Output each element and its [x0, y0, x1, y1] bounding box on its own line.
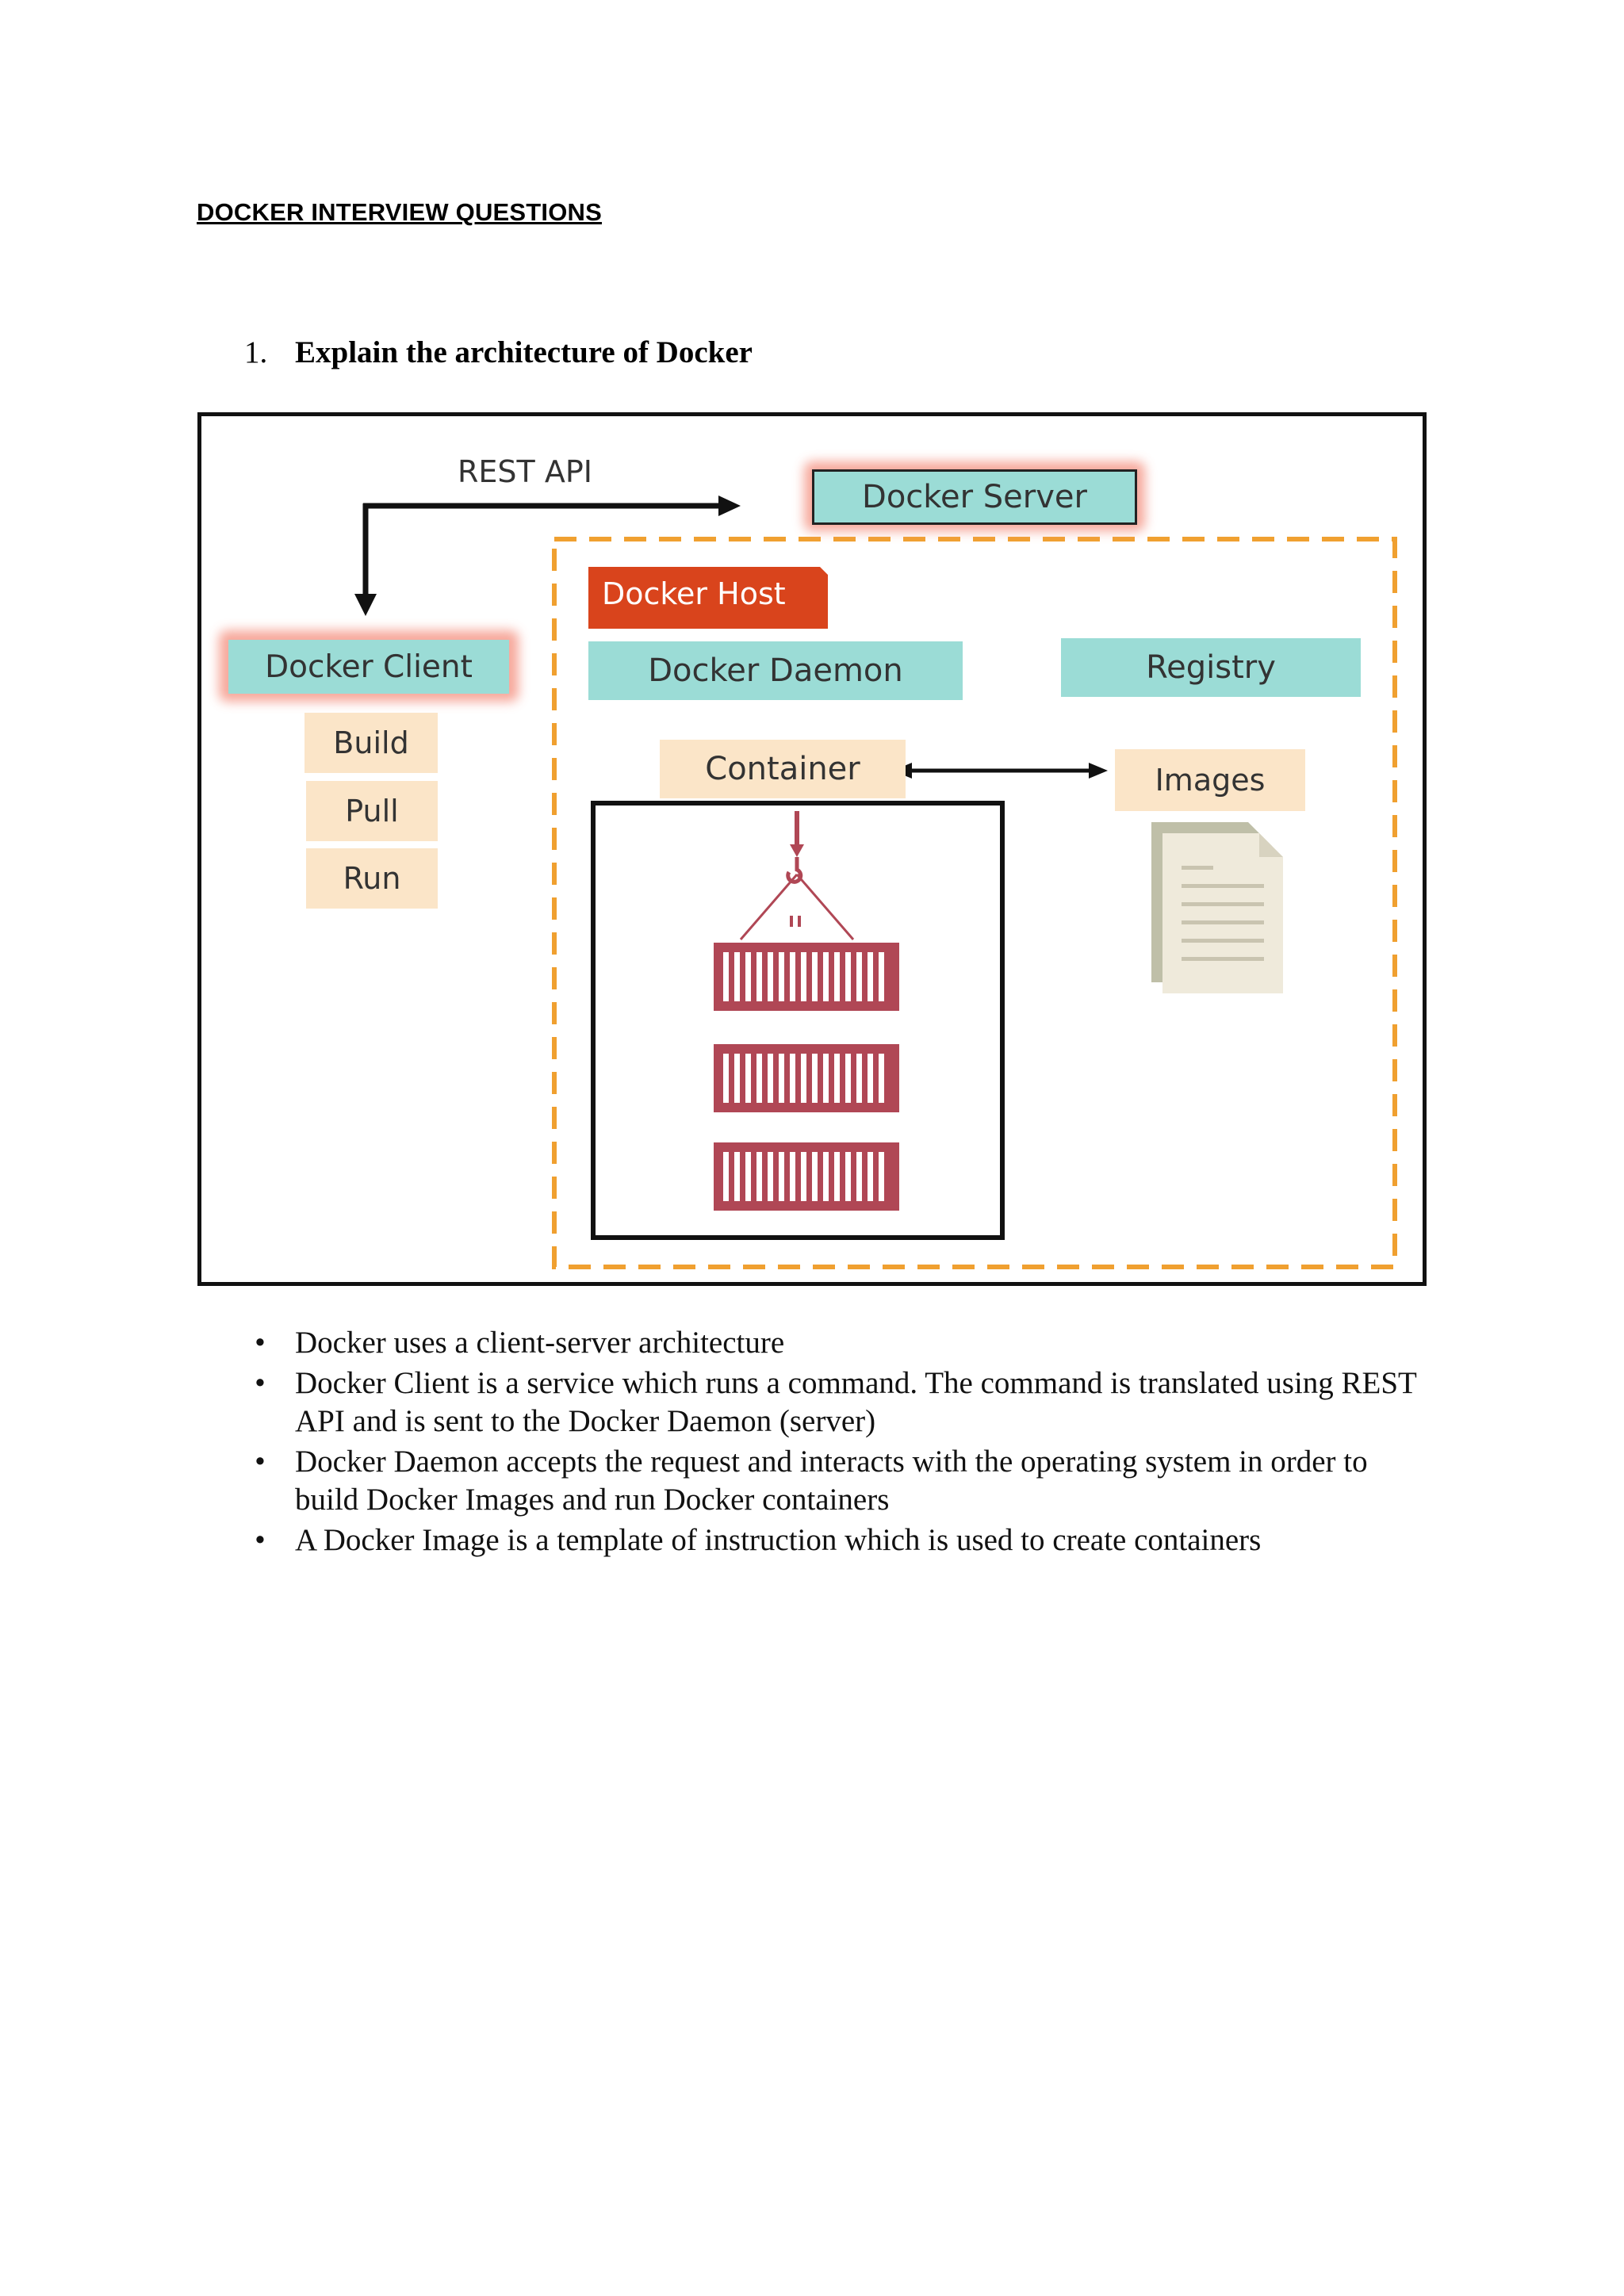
registry-box: Registry [1061, 638, 1361, 697]
bullet-text: Docker Client is a service which runs a … [295, 1366, 1417, 1438]
docker-host-label: Docker Host [602, 576, 786, 611]
rest-api-label: REST API [458, 454, 592, 489]
rest-api-arrow-head [718, 496, 741, 516]
rope-right [795, 874, 855, 940]
docker-client-box: Docker Client [228, 640, 509, 694]
bullet-glyph: • [255, 1366, 266, 1400]
bullet-glyph: • [255, 1523, 266, 1557]
explanation-bullets: • Docker uses a client-server architectur… [244, 1324, 1418, 1562]
run-command-box: Run [306, 848, 438, 909]
docker-daemon-box: Docker Daemon [588, 641, 963, 700]
build-command-label: Build [333, 725, 409, 760]
rope-left [739, 874, 799, 940]
shipping-container-3 [714, 1142, 899, 1211]
docker-host-boundary [552, 537, 1397, 1269]
bullet-text: Docker uses a client-server architecture [295, 1326, 785, 1360]
bullet-glyph: • [255, 1326, 266, 1360]
container-box: Container [660, 740, 906, 798]
docker-host-tag [588, 567, 828, 629]
container-label: Container [705, 751, 860, 787]
shipping-container-1 [714, 943, 899, 1011]
bullet-glyph: • [255, 1445, 266, 1479]
container-frame [591, 801, 1005, 1240]
rope-clip [790, 916, 793, 927]
crane-hook [786, 857, 803, 884]
pull-command-label: Pull [345, 794, 399, 828]
bullet-item: • Docker uses a client-server architectur… [244, 1324, 1418, 1362]
rope-clip [798, 916, 801, 927]
bullet-item: • Docker Client is a service which runs a… [244, 1364, 1418, 1441]
page-title: DOCKER INTERVIEW QUESTIONS [197, 198, 603, 226]
docker-server-box: Docker Server [812, 469, 1137, 525]
bullet-item: • A Docker Image is a template of instruc… [244, 1521, 1418, 1559]
run-command-label: Run [343, 861, 401, 896]
docker-architecture-diagram: REST API Docker Server Docker Host Docke… [197, 412, 1427, 1286]
bullet-text: A Docker Image is a template of instruct… [295, 1523, 1262, 1557]
client-arrow-head [354, 594, 377, 616]
question-number: 1. [244, 335, 268, 369]
question-text: Explain the architecture of Docker [295, 335, 753, 369]
document-icon [1151, 822, 1283, 993]
images-arrow-head [1089, 763, 1108, 779]
images-label: Images [1155, 763, 1266, 798]
crane-hook-top [790, 844, 804, 857]
crane-cable [795, 811, 799, 844]
question-heading: 1. Explain the architecture of Docker [244, 335, 753, 370]
images-box: Images [1115, 749, 1305, 811]
docker-client-label: Docker Client [265, 649, 473, 685]
docker-server-label: Docker Server [862, 479, 1087, 515]
bullet-item: • Docker Daemon accepts the request and i… [244, 1443, 1418, 1519]
registry-label: Registry [1146, 649, 1276, 686]
bullet-text: Docker Daemon accepts the request and in… [295, 1445, 1368, 1517]
shipping-container-2 [714, 1044, 899, 1112]
build-command-box: Build [304, 713, 438, 773]
docker-daemon-label: Docker Daemon [648, 652, 903, 689]
pull-command-box: Pull [306, 781, 438, 841]
